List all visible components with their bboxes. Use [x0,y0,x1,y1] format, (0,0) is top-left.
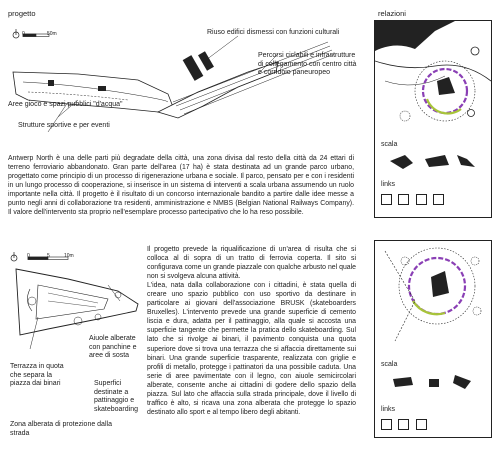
annotation-sport: Strutture sportive e per eventi [18,122,110,129]
links-icons-top [381,192,446,210]
bottom-plan [8,249,143,359]
annotation-terrace: Terrazza in quota che separa la piazza d… [10,363,64,387]
link-icon-4[interactable] [433,194,445,205]
annotation-tree-zone: Zona alberata di protezione dalla strada [10,421,112,437]
links-label-bottom: links [381,406,396,413]
scala-shapes-top [385,151,485,171]
annotation-play: Aree gioco e spazi pubblici "d'acqua" [8,101,123,108]
relations-map-top [375,21,491,131]
north-arrow-icon [10,252,18,262]
annotation-paths: Percorsi ciclabili e infrastrutture di c… [258,52,357,76]
link-icon-1[interactable] [381,194,392,205]
page-title: progetto [8,9,36,18]
link-icon-3[interactable] [415,419,427,430]
scale-bar-icon [22,33,50,37]
link-icon-2[interactable] [398,419,410,430]
link-icon-2[interactable] [398,194,410,205]
annotation-flowerbeds: Aiuole alberate con panchine e aree di s… [89,335,137,359]
scale-zero: 0 [22,31,25,37]
scala-shapes-bottom [385,371,485,391]
top-plan [8,22,358,142]
north-arrow-icon [12,29,20,39]
top-plan-drawing [12,29,335,133]
link-icon-1[interactable] [381,419,392,430]
bottom-scale-five: 5 [47,253,50,259]
links-label-top: links [381,181,396,188]
description-paragraph-1: Il progetto prevede la riqualificazione … [147,246,356,281]
scale-bar-icon [27,256,69,260]
relations-panel-top: scala links [374,20,492,218]
scala-label-bottom: scala [381,361,398,368]
annotation-disused-buildings: Riuso edifici dismessi con funzioni cult… [207,29,340,36]
relations-map-bottom [375,241,491,351]
description-paragraph-2: L'idea, nata dalla collaborazione con i … [147,282,356,416]
project-description: Il progetto prevede la riqualificazione … [147,245,356,417]
bottom-plan-drawing [10,252,139,350]
intro-paragraph: Antwerp North è una delle parti più degr… [8,155,354,217]
relations-title: relazioni [378,9,406,18]
annotation-surfaces: Superfici destinate a pattinaggio e skat… [94,380,138,413]
link-icon-3[interactable] [415,194,427,205]
scala-label-top: scala [381,141,398,148]
scale-50m: 50m [47,31,57,37]
links-icons-bottom [381,417,429,435]
bottom-scale-zero: 0 [27,253,30,259]
bottom-scale-ten: 10m [64,253,74,259]
relations-panel-bottom: scala links [374,240,492,438]
